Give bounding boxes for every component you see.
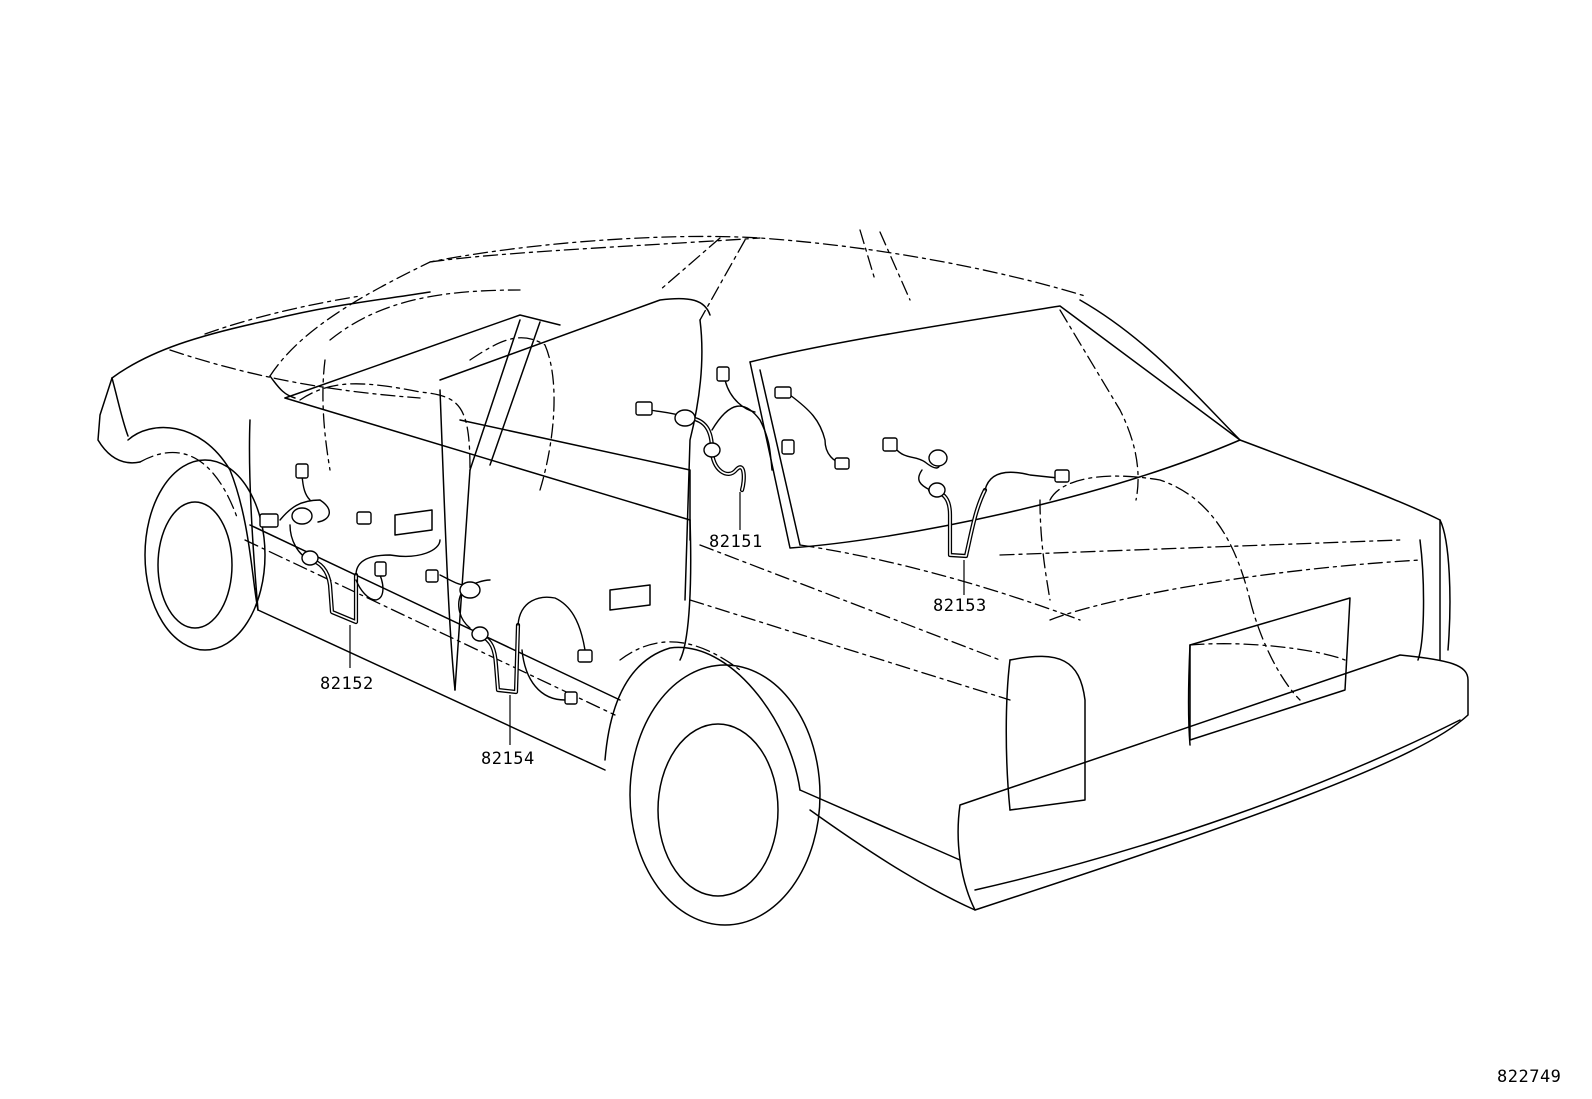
figure-number: 822749 — [1497, 1067, 1562, 1087]
connector — [635, 401, 653, 416]
grommet — [674, 409, 696, 427]
grommet — [928, 449, 948, 467]
car-body — [97, 229, 1469, 926]
harness-82152 — [259, 463, 441, 668]
connector — [374, 561, 387, 577]
harness-82154 — [425, 569, 593, 745]
harness-82151 — [635, 366, 850, 530]
grommet — [291, 507, 313, 525]
harness-82153 — [882, 437, 1070, 595]
connector — [356, 511, 372, 525]
grommet — [703, 442, 721, 458]
connector — [834, 457, 850, 470]
connector — [716, 366, 730, 382]
connector — [882, 437, 898, 452]
callout-82151: 82151 — [709, 532, 763, 552]
grommet — [459, 581, 481, 599]
callout-82152: 82152 — [320, 674, 374, 694]
connector — [425, 569, 439, 583]
connector — [577, 649, 593, 663]
grommet — [471, 626, 489, 642]
connector — [564, 691, 578, 705]
connector — [774, 386, 792, 399]
connector — [259, 513, 279, 528]
callout-82153: 82153 — [933, 596, 987, 616]
connector — [781, 439, 795, 455]
connector — [1054, 469, 1070, 483]
grommet — [301, 550, 319, 566]
callout-82154: 82154 — [481, 749, 535, 769]
grommet — [928, 482, 946, 498]
connector — [295, 463, 309, 479]
